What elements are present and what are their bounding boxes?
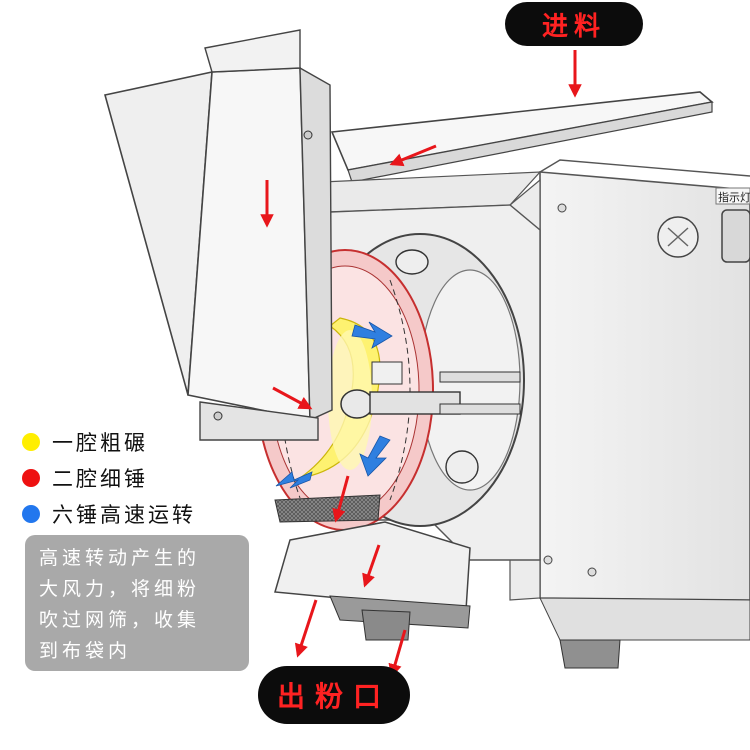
motor-housing [509,159,750,601]
red-direction-arrows [260,50,582,678]
legend: 一腔粗碾 二腔细锤 六锤高速运转 [22,424,196,532]
note-line: 大风力，将细粉 [39,578,201,600]
feed-arrow-2 [389,144,437,167]
indicator-label: 指示灯 [718,190,750,204]
chamber-arrow [272,386,313,410]
blue-dot-icon [22,505,40,523]
legend-label: 一腔粗碾 [52,431,148,455]
explanation-note: 高速转动产生的 大风力，将细粉 吹过网筛，收集 到布袋内 [25,535,249,671]
note-line: 到布袋内 [39,640,132,662]
legend-label: 六锤高速运转 [52,503,196,527]
outlet-label: 出粉口 [258,666,410,724]
legend-item-hammers: 六锤高速运转 [22,496,196,532]
outlet-chute [274,521,471,641]
legend-item-coarse: 一腔粗碾 [22,424,196,460]
outlet-arrow-right [388,629,407,678]
rotor-shaft [340,249,521,484]
note-line: 吹过网筛，收集 [39,609,201,631]
control-panel [657,187,750,263]
machine-base [539,597,750,669]
legend-item-fine: 二腔细锤 [22,460,196,496]
outlet-arrow-left [294,599,318,658]
hopper [104,29,333,441]
feed-label: 进料 [505,2,643,46]
legend-label: 二腔细锤 [52,467,148,491]
rotation-flow-arrows [275,321,393,489]
yellow-dot-icon [22,433,40,451]
chute-arrow [362,544,381,588]
red-dot-icon [22,469,40,487]
note-line: 高速转动产生的 [39,547,201,569]
screen-arrow [332,475,350,523]
